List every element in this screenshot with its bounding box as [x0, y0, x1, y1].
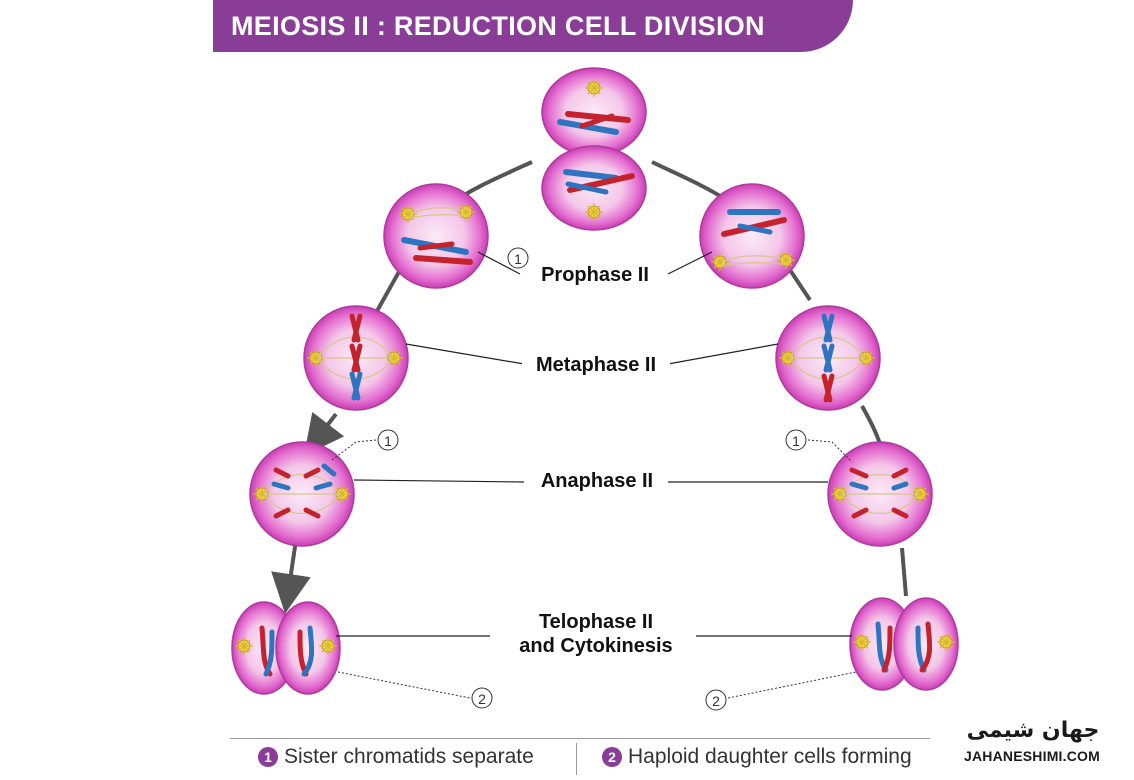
- label-anaphase: Anaphase II: [526, 470, 668, 493]
- callout-prophase-1: 1: [507, 247, 529, 269]
- callout-text: 2: [478, 691, 486, 707]
- cell-telophase-right: [849, 597, 959, 691]
- legend-divider: [576, 743, 577, 775]
- callout-text: 2: [712, 693, 720, 709]
- cell-prophase-left: [383, 183, 489, 289]
- logo-persian-text: جهان شیمی: [966, 718, 1100, 743]
- legend-number-2: 2: [602, 747, 622, 767]
- site-logo: جهان شیمی JAHANESHIMI.COM: [952, 718, 1112, 770]
- callout-text: 1: [792, 433, 800, 449]
- legend-text-1: Sister chromatids separate: [284, 745, 534, 768]
- page-title: MEIOSIS II : REDUCTION CELL DIVISION: [231, 11, 765, 41]
- cell-telophase-left: [231, 601, 341, 695]
- callout-telophase-right-2: 2: [705, 689, 727, 711]
- legend: 1 Sister chromatids separate 2 Haploid d…: [230, 738, 930, 779]
- legend-item-1: 1 Sister chromatids separate: [258, 745, 534, 769]
- parent-cell-bottom: [541, 145, 647, 231]
- dotted-callout-lines: [331, 439, 857, 699]
- label-telophase-line1: Telophase II: [538, 611, 654, 633]
- legend-text-2: Haploid daughter cells forming: [628, 745, 912, 768]
- label-prophase: Prophase II: [528, 264, 662, 287]
- cell-prophase-right: [699, 183, 805, 289]
- cycle-arc-left-lower: [303, 411, 345, 456]
- leader-lines: [336, 251, 852, 637]
- cycle-arc-right-bottom: [900, 547, 908, 597]
- parent-cell-top: [541, 67, 647, 157]
- cell-metaphase-right: [775, 305, 881, 411]
- callout-anaphase-right-1: 1: [785, 429, 807, 451]
- legend-item-2: 2 Haploid daughter cells forming: [602, 745, 912, 769]
- callout-telophase-left-2: 2: [471, 687, 493, 709]
- logo-english-text: JAHANESHIMI.COM: [963, 748, 1100, 764]
- legend-number-1: 1: [258, 747, 278, 767]
- cell-anaphase-left: [249, 441, 355, 547]
- label-telophase-line2: and Cytokinesis: [519, 635, 673, 657]
- cell-metaphase-left: [303, 305, 409, 411]
- cycle-arc-left-bottom: [271, 539, 311, 614]
- label-metaphase: Metaphase II: [522, 354, 670, 377]
- callout-text: 1: [384, 433, 392, 449]
- cell-anaphase-right: [827, 441, 933, 547]
- label-telophase: Telophase II and Cytokinesis: [496, 610, 696, 658]
- callout-anaphase-left-1: 1: [377, 429, 399, 451]
- callout-text: 1: [514, 251, 522, 267]
- cycle-arc-right-lower: [860, 405, 882, 445]
- title-banner: MEIOSIS II : REDUCTION CELL DIVISION: [213, 0, 853, 52]
